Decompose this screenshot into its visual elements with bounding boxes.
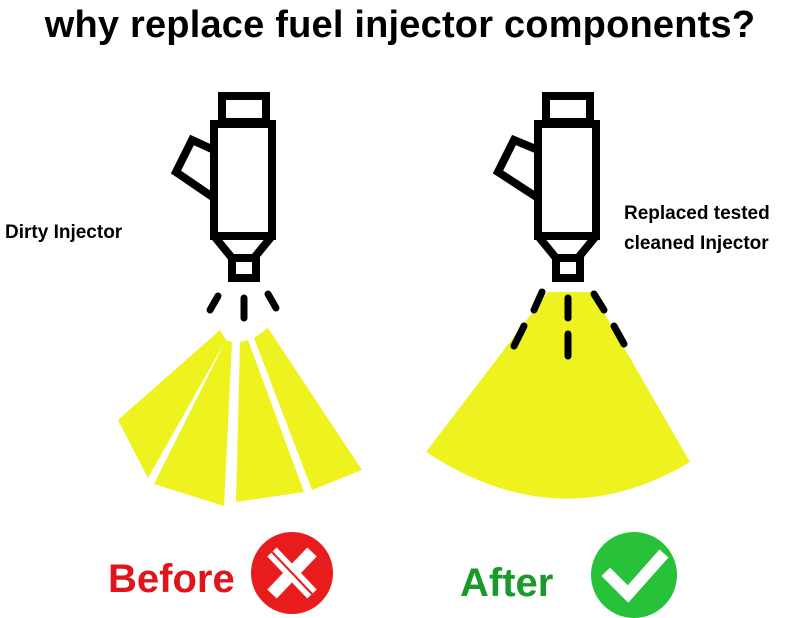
dirty-injector-label: Dirty Injector: [5, 222, 123, 243]
dirty-spray-pattern: [118, 328, 362, 506]
dirty-injector: [118, 92, 362, 506]
checkmark-icon: [591, 532, 677, 618]
spray-segment-2: [154, 340, 232, 506]
clean-injector-label-line-1: Replaced tested: [624, 203, 770, 224]
after-label: After: [460, 561, 554, 605]
dirty-injector-body: [170, 92, 276, 282]
spray-segment-4: [254, 328, 362, 490]
clean-spray-dashes: [510, 288, 628, 360]
clean-injector-label-line-2: cleaned Injector: [624, 233, 769, 254]
clean-spray-pattern: [426, 292, 690, 499]
clean-injector-body: [492, 92, 600, 282]
spray-segment-3: [236, 340, 304, 502]
spray-segment-1: [118, 330, 226, 478]
cross-icon: [251, 532, 333, 614]
before-label: Before: [108, 557, 235, 601]
clean-injector-label: Replaced tested cleaned Injector: [624, 199, 770, 259]
page-title: why replace fuel injector components?: [44, 4, 756, 46]
clean-injector: [426, 92, 690, 499]
dirty-spray-dashes: [206, 290, 280, 322]
